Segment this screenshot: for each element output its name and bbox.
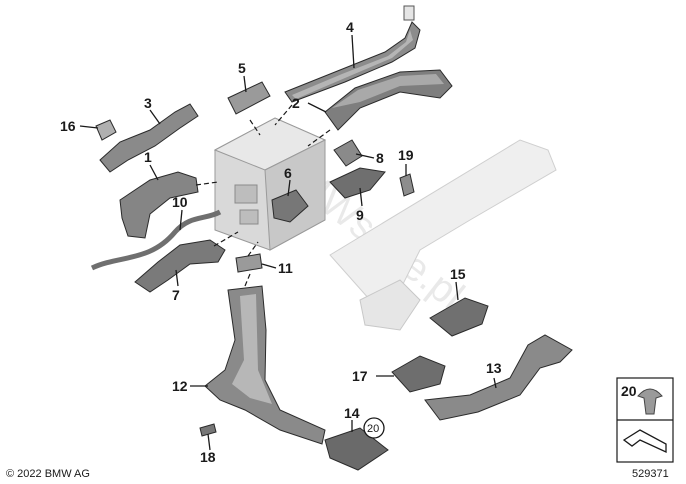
dashed-connector-4 bbox=[195, 181, 219, 186]
dashed-connector-7 bbox=[244, 273, 251, 287]
leader-18 bbox=[207, 433, 211, 451]
leader-16 bbox=[79, 125, 99, 129]
part-5-bracket bbox=[227, 81, 271, 115]
callout-10[interactable]: 10 bbox=[172, 194, 188, 210]
part-7-duct bbox=[134, 239, 226, 293]
part-12-duct bbox=[204, 285, 326, 445]
callout-13[interactable]: 13 bbox=[486, 360, 502, 376]
callout-19[interactable]: 19 bbox=[398, 147, 414, 163]
callout-20-circle bbox=[363, 417, 385, 439]
part-4-duct bbox=[284, 21, 421, 103]
push-rivet-icon bbox=[637, 388, 663, 415]
callout-14[interactable]: 14 bbox=[344, 405, 360, 421]
legend-box: 20 bbox=[616, 377, 674, 463]
part-11-component bbox=[235, 253, 263, 273]
part-19-component bbox=[399, 173, 415, 197]
leader-15 bbox=[455, 281, 459, 301]
callout-8[interactable]: 8 bbox=[376, 150, 384, 166]
leader-3 bbox=[149, 109, 161, 125]
direction-arrow-icon bbox=[622, 429, 667, 454]
part-17-component bbox=[391, 355, 446, 393]
leader-11 bbox=[261, 263, 277, 269]
part-6-component bbox=[271, 189, 309, 223]
leader-7 bbox=[175, 269, 179, 287]
leader-2 bbox=[307, 102, 327, 113]
callout-9[interactable]: 9 bbox=[356, 207, 364, 223]
leader-9 bbox=[359, 187, 363, 207]
dashboard-carrier-illustration bbox=[329, 139, 557, 331]
leader-5 bbox=[243, 75, 247, 93]
callout-18[interactable]: 18 bbox=[200, 449, 216, 465]
dashed-connector-1 bbox=[274, 104, 293, 126]
callout-4[interactable]: 4 bbox=[346, 19, 354, 35]
part-9-component bbox=[329, 167, 386, 199]
leader-4 bbox=[351, 34, 355, 69]
callout-15[interactable]: 15 bbox=[450, 266, 466, 282]
leader-13 bbox=[493, 377, 497, 389]
part-16-clip bbox=[95, 119, 117, 141]
part-2-duct-top bbox=[332, 74, 444, 108]
hvac-unit-illustration bbox=[213, 117, 327, 251]
part-10-tube bbox=[90, 209, 222, 271]
callout-7[interactable]: 7 bbox=[172, 287, 180, 303]
dashed-connector-6 bbox=[247, 241, 259, 257]
dashed-connector-3 bbox=[249, 119, 261, 136]
part-1-duct bbox=[119, 171, 199, 239]
leader-1 bbox=[149, 164, 159, 181]
leader-8 bbox=[355, 153, 375, 159]
diagram-number: 529371 bbox=[632, 468, 669, 480]
part-18-screw bbox=[199, 423, 217, 437]
callout-1[interactable]: 1 bbox=[144, 149, 152, 165]
callout-20[interactable]: 20 bbox=[367, 423, 379, 435]
callout-17[interactable]: 17 bbox=[352, 368, 368, 384]
callout-2[interactable]: 2 bbox=[292, 95, 300, 111]
callout-12[interactable]: 12 bbox=[172, 378, 188, 394]
callout-3[interactable]: 3 bbox=[144, 95, 152, 111]
copyright-text: © 2022 BMW AG bbox=[6, 468, 90, 480]
dashed-connector-2 bbox=[307, 129, 331, 147]
part-8-component bbox=[333, 139, 363, 167]
callout-5[interactable]: 5 bbox=[238, 60, 246, 76]
leader-6 bbox=[287, 179, 291, 197]
callout-16[interactable]: 16 bbox=[60, 118, 76, 134]
part-13-duct bbox=[424, 334, 573, 421]
part-4-duct-highlight bbox=[292, 30, 413, 99]
legend-callout-20[interactable]: 20 bbox=[621, 383, 637, 399]
dashed-connector-5 bbox=[213, 231, 239, 247]
callout-11[interactable]: 11 bbox=[278, 260, 293, 276]
part-15-component bbox=[429, 297, 489, 337]
part-4-clip bbox=[403, 5, 415, 21]
part-12-duct-inner bbox=[232, 294, 272, 404]
callout-6[interactable]: 6 bbox=[284, 165, 292, 181]
leader-10 bbox=[179, 209, 183, 231]
part-3-duct bbox=[99, 103, 199, 173]
